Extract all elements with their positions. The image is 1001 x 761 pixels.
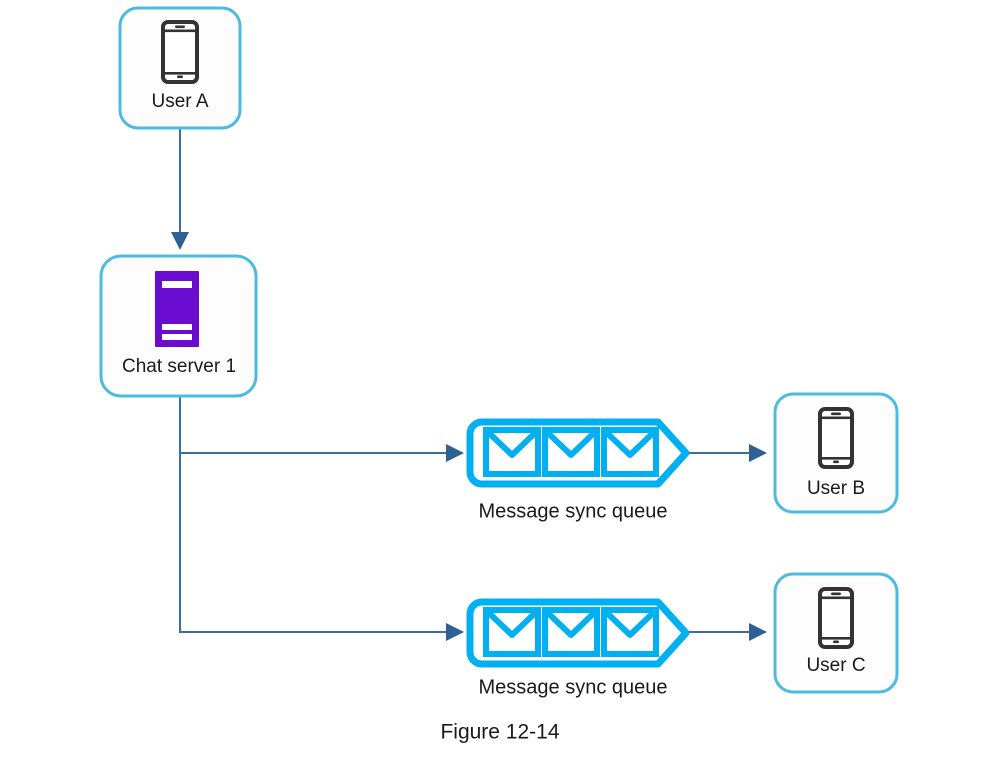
- node-user-a-label: User A: [151, 91, 208, 112]
- mobile-phone-icon: [818, 587, 854, 649]
- envelope-icon-1: [483, 607, 541, 657]
- server-icon: [155, 271, 199, 347]
- node-user-b-label: User B: [807, 478, 865, 499]
- message-sync-queue-c[interactable]: Message sync queue: [466, 598, 690, 698]
- figure-caption: Figure 12-14: [440, 721, 559, 744]
- envelope-icon-3: [601, 607, 659, 657]
- message-sync-queue-b[interactable]: Message sync queue: [466, 418, 690, 522]
- node-user-c[interactable]: User C: [773, 572, 899, 694]
- connector-chat-server-to-queue-c: [179, 396, 464, 641]
- envelope-icon-3: [601, 427, 659, 477]
- envelope-icon-2: [542, 427, 600, 477]
- connector-chat-server-to-queue-b: [179, 396, 464, 462]
- mobile-phone-icon: [818, 407, 854, 469]
- node-chat-server-1[interactable]: Chat server 1: [99, 254, 258, 398]
- node-user-a[interactable]: User A: [118, 6, 242, 130]
- node-user-c-label: User C: [806, 655, 865, 676]
- connectors-layer: [171, 128, 767, 641]
- queue-c-label: Message sync queue: [478, 676, 667, 698]
- queue-b-label: Message sync queue: [478, 500, 667, 522]
- envelope-icon-2: [542, 607, 600, 657]
- node-chat-server-1-label: Chat server 1: [122, 356, 236, 377]
- envelope-icon-1: [483, 427, 541, 477]
- mobile-phone-icon: [161, 20, 199, 84]
- node-user-b[interactable]: User B: [773, 392, 899, 514]
